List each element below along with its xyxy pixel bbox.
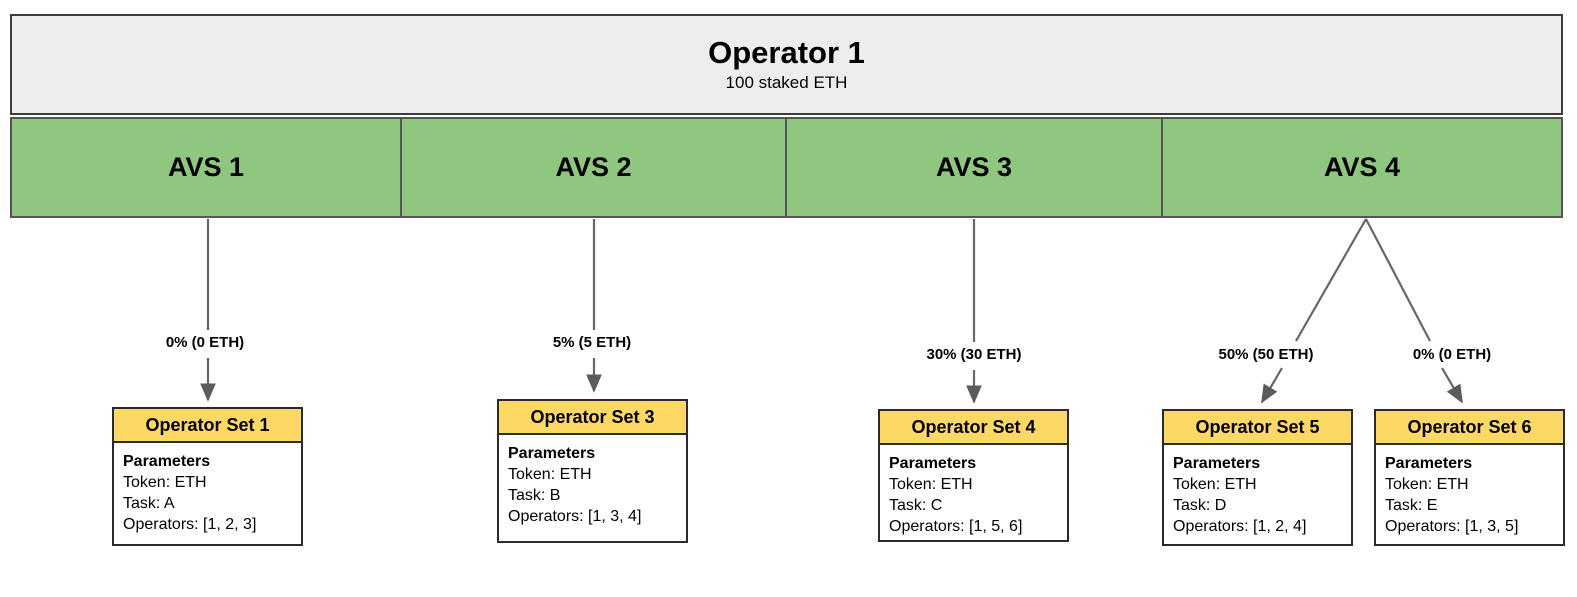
task-line: Task: B — [508, 487, 561, 505]
avs-band: AVS 1 AVS 2 AVS 3 AVS 4 — [10, 117, 1563, 218]
avs-label-2: AVS 2 — [555, 152, 632, 182]
token-line: Token: ETH — [1385, 476, 1469, 494]
parameters-heading: Parameters — [889, 455, 977, 472]
operator-set-card-5[interactable]: Operator Set 5 Parameters Token: ETH Tas… — [1162, 409, 1353, 546]
task-line: Task: A — [123, 495, 175, 513]
edge-label-avs4-set6: 0% (0 ETH) — [1409, 346, 1495, 363]
token-line: Token: ETH — [889, 476, 973, 494]
operator-set-card-3-header: Operator Set 3 — [499, 401, 686, 435]
avs-cell-1[interactable]: AVS 1 — [12, 119, 402, 216]
operator-set-card-5-body: Parameters Token: ETH Task: D Operators:… — [1164, 445, 1351, 545]
token-line: Token: ETH — [1173, 476, 1257, 494]
operator-set-card-4-body: Parameters Token: ETH Task: C Operators:… — [880, 445, 1067, 545]
edge-label-avs2-set3: 5% (5 ETH) — [549, 334, 635, 351]
task-line: Task: D — [1173, 497, 1227, 515]
parameters-heading: Parameters — [1173, 455, 1261, 472]
operator-set-card-3-title: Operator Set 3 — [530, 406, 655, 427]
edge-label-avs4-set5: 50% (50 ETH) — [1215, 346, 1317, 363]
token-line: Token: ETH — [123, 474, 207, 492]
operator-set-card-1-body: Parameters Token: ETH Task: A Operators:… — [114, 443, 301, 543]
operator-set-card-6-body: Parameters Token: ETH Task: E Operators:… — [1376, 445, 1563, 545]
operator-set-card-3-body: Parameters Token: ETH Task: B Operators:… — [499, 435, 686, 535]
avs-cell-2[interactable]: AVS 2 — [402, 119, 787, 216]
operators-line: Operators: [1, 5, 6] — [889, 518, 1023, 536]
operators-line: Operators: [1, 2, 3] — [123, 516, 257, 534]
operator-header-box: Operator 1 100 staked ETH — [10, 14, 1563, 115]
parameters-heading: Parameters — [123, 453, 211, 470]
edge-avs4-to-set6 — [1365, 218, 1463, 404]
operator-stake-subtitle: 100 staked ETH — [725, 72, 848, 92]
edge-avs4-to-set5 — [1261, 218, 1367, 404]
operators-line: Operators: [1, 3, 5] — [1385, 518, 1519, 536]
operator-set-card-5-title: Operator Set 5 — [1195, 416, 1320, 437]
task-line: Task: C — [889, 497, 943, 515]
avs-cell-3[interactable]: AVS 3 — [787, 119, 1163, 216]
operator-set-card-5-header: Operator Set 5 — [1164, 411, 1351, 445]
operator-set-card-6[interactable]: Operator Set 6 Parameters Token: ETH Tas… — [1374, 409, 1565, 546]
avs-label-4: AVS 4 — [1323, 152, 1401, 182]
avs-cell-4[interactable]: AVS 4 — [1163, 119, 1561, 216]
avs-label-3: AVS 3 — [935, 152, 1013, 182]
task-line: Task: E — [1385, 497, 1438, 515]
token-line: Token: ETH — [508, 466, 592, 484]
operator-set-card-1-header: Operator Set 1 — [114, 409, 301, 443]
operator-set-card-3[interactable]: Operator Set 3 Parameters Token: ETH Tas… — [497, 399, 688, 543]
parameters-heading: Parameters — [508, 445, 596, 462]
operator-set-card-4-title: Operator Set 4 — [911, 416, 1036, 437]
operator-set-card-1-title: Operator Set 1 — [145, 414, 270, 435]
operator-set-card-6-title: Operator Set 6 — [1407, 416, 1532, 437]
parameters-heading: Parameters — [1385, 455, 1473, 472]
avs-label-1: AVS 1 — [167, 152, 245, 182]
operator-set-card-6-header: Operator Set 6 — [1376, 411, 1563, 445]
operator-set-card-4[interactable]: Operator Set 4 Parameters Token: ETH Tas… — [878, 409, 1069, 542]
operators-line: Operators: [1, 3, 4] — [508, 508, 642, 526]
edge-label-avs1-set1: 0% (0 ETH) — [162, 334, 248, 351]
operator-set-card-4-header: Operator Set 4 — [880, 411, 1067, 445]
edge-label-avs3-set4: 30% (30 ETH) — [923, 346, 1025, 363]
operator-set-card-1[interactable]: Operator Set 1 Parameters Token: ETH Tas… — [112, 407, 303, 546]
operators-line: Operators: [1, 2, 4] — [1173, 518, 1307, 536]
operator-title: Operator 1 — [708, 35, 865, 71]
